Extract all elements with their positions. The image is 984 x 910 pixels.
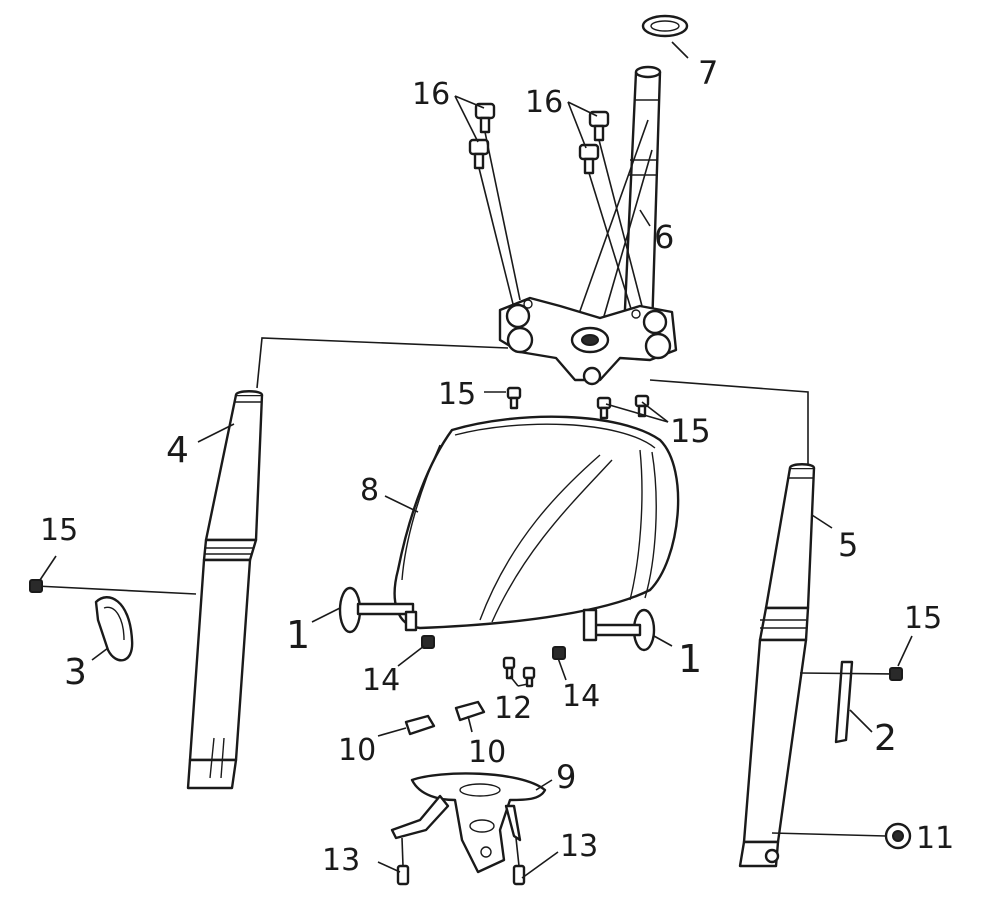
part-7-ring — [641, 14, 689, 38]
part-3-hose-guide — [29, 579, 197, 662]
part-2-hose-guide — [799, 660, 903, 744]
part-10-clips — [404, 700, 486, 736]
label-15-right-top: 15 — [670, 412, 711, 450]
label-16-left: 16 — [412, 77, 450, 112]
label-3: 3 — [64, 652, 87, 693]
label-2: 2 — [874, 718, 897, 759]
part-4-left-fork — [186, 390, 264, 790]
label-4: 4 — [166, 430, 189, 471]
part-9-fender-brace — [390, 772, 547, 874]
label-12: 12 — [494, 691, 532, 726]
label-15-center: 15 — [438, 377, 476, 412]
part-1-spacer-left — [338, 586, 418, 634]
label-8: 8 — [360, 473, 379, 508]
part-15-bolts — [506, 386, 650, 420]
part-14-nuts — [421, 635, 566, 660]
part-1-spacer-right — [582, 608, 656, 652]
label-leaders — [39, 41, 913, 879]
part-6-steering-stem — [622, 65, 662, 332]
part-11-nut — [771, 822, 912, 850]
label-13-left: 13 — [322, 843, 360, 878]
part-labels: 16 16 7 6 15 15 4 8 5 15 15 1 1 3 14 14 … — [40, 54, 954, 878]
label-15-far-right: 15 — [904, 601, 942, 636]
label-15-left: 15 — [40, 513, 78, 548]
part-5-right-fork — [738, 463, 816, 868]
label-14-left: 14 — [362, 663, 400, 698]
part-13-bolts — [396, 837, 526, 886]
label-10-left: 10 — [338, 733, 376, 768]
label-10-right: 10 — [468, 735, 506, 770]
triple-clamp — [498, 296, 678, 386]
label-16-right: 16 — [525, 85, 563, 120]
label-1-right: 1 — [678, 637, 702, 681]
label-13-right: 13 — [560, 829, 598, 864]
label-9: 9 — [556, 758, 576, 796]
bolt-guide-lines — [478, 119, 653, 331]
label-14-right: 14 — [562, 679, 600, 714]
label-1-left: 1 — [286, 613, 310, 657]
label-5: 5 — [838, 526, 858, 564]
label-11: 11 — [916, 821, 954, 856]
label-6: 6 — [654, 218, 674, 256]
clamp-to-fork-lines — [256, 337, 809, 466]
part-8-front-fender — [393, 415, 680, 630]
part-12-screws — [502, 656, 536, 688]
label-7: 7 — [698, 54, 718, 92]
